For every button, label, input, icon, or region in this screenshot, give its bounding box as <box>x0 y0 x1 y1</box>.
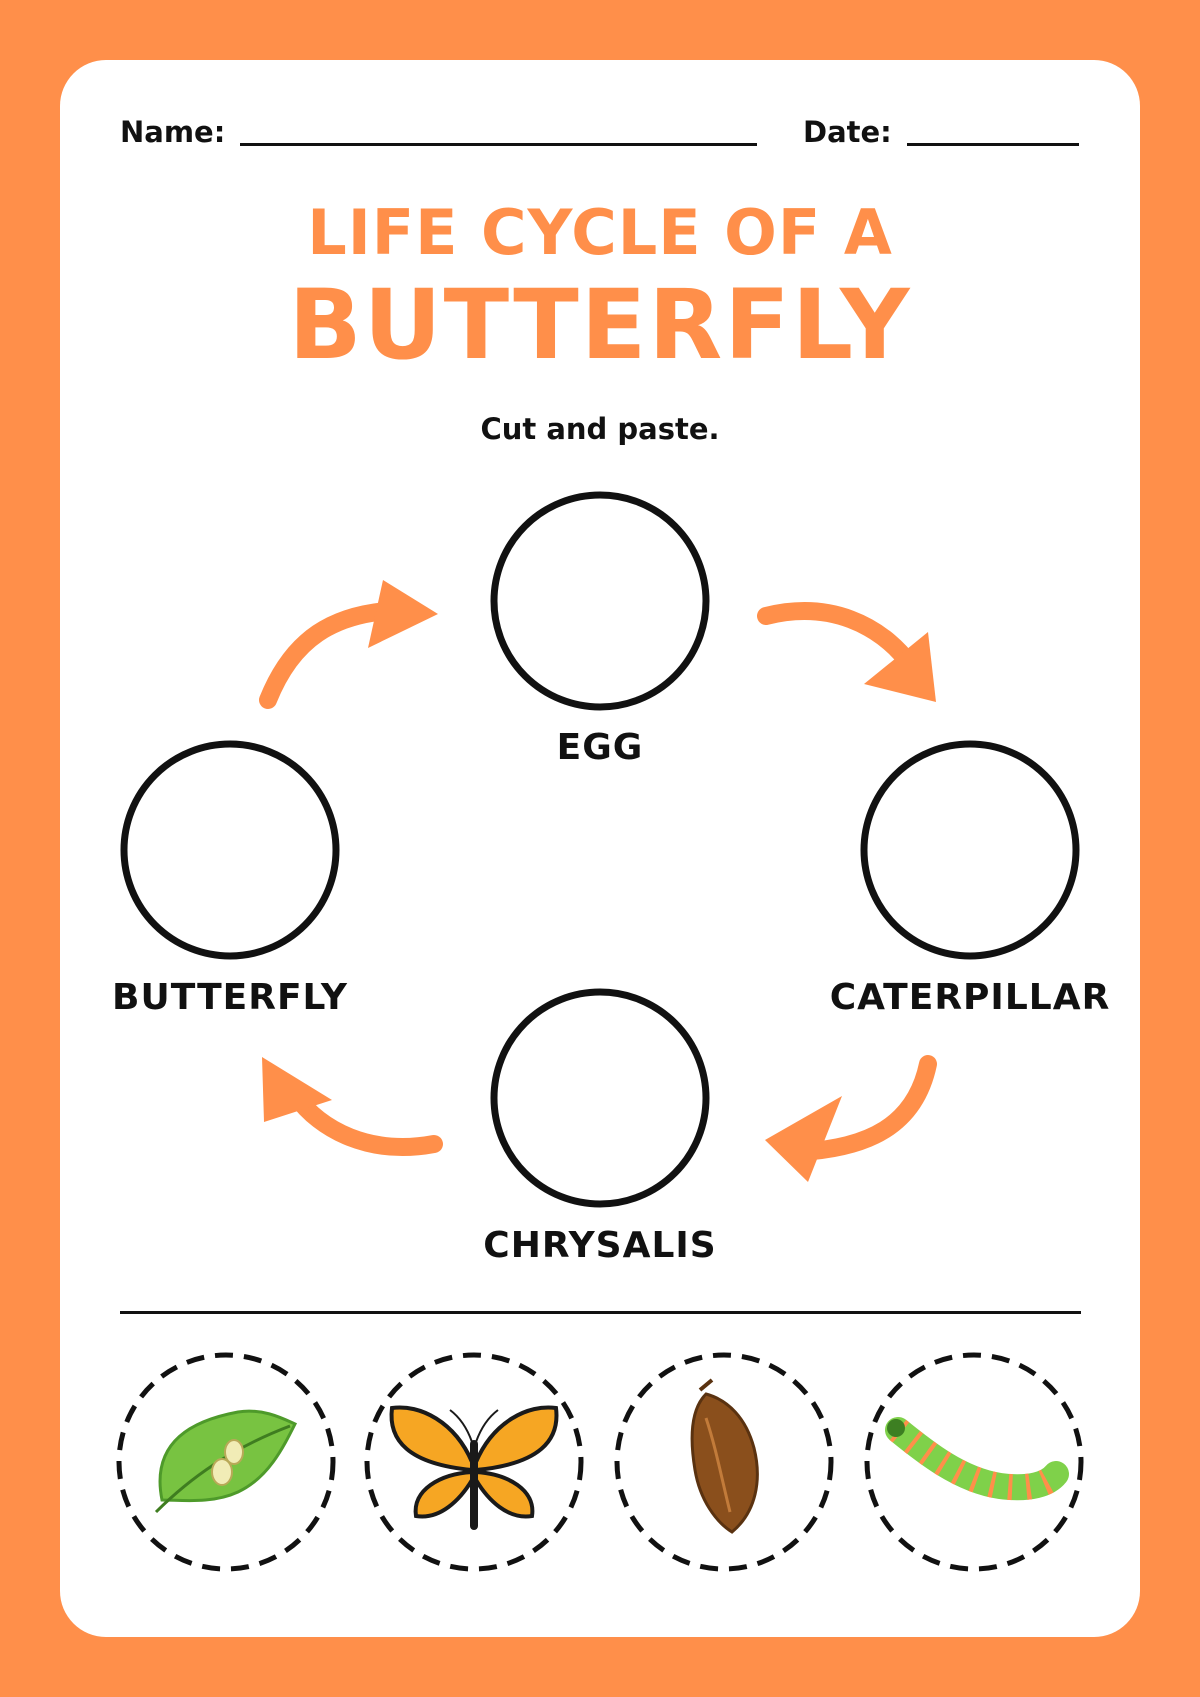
chrysalis-icon <box>690 1378 759 1534</box>
arrow-chrysalis-to-butterfly <box>262 1057 443 1156</box>
arrow-caterpillar-to-chrysalis <box>765 1055 937 1182</box>
cutout-circle-leaf[interactable] <box>116 1352 336 1572</box>
stage-label-chrysalis: CHRYSALIS <box>483 1225 717 1266</box>
worksheet-page <box>60 60 1140 1637</box>
title-line-2: BUTTERFLY <box>288 269 912 381</box>
leaf-with-eggs-icon <box>154 1409 298 1514</box>
instruction-text: Cut and paste. <box>480 412 720 446</box>
drop-circle-egg[interactable] <box>490 491 710 711</box>
drop-circle-butterfly[interactable] <box>120 740 340 960</box>
cut-divider-line <box>120 1311 1081 1314</box>
date-field[interactable] <box>907 143 1079 146</box>
date-label: Date: <box>803 115 892 149</box>
monarch-butterfly-icon <box>389 1405 559 1530</box>
caterpillar-icon <box>885 1417 1069 1501</box>
drop-circle-caterpillar[interactable] <box>860 740 1080 960</box>
name-field[interactable] <box>240 143 757 146</box>
stage-label-caterpillar: CATERPILLAR <box>829 977 1111 1018</box>
cutout-circle-chrysalis[interactable] <box>614 1352 834 1572</box>
title-line-1: LIFE CYCLE OF A <box>307 196 893 269</box>
arrow-egg-to-caterpillar <box>757 602 936 702</box>
cutout-circle-caterpillar[interactable] <box>864 1352 1084 1572</box>
cutout-circle-butterfly[interactable] <box>364 1352 584 1572</box>
stage-label-butterfly: BUTTERFLY <box>112 977 348 1018</box>
drop-circle-chrysalis[interactable] <box>490 988 710 1208</box>
arrow-butterfly-to-egg <box>259 580 438 709</box>
stage-label-egg: EGG <box>556 727 644 768</box>
name-label: Name: <box>120 115 226 149</box>
